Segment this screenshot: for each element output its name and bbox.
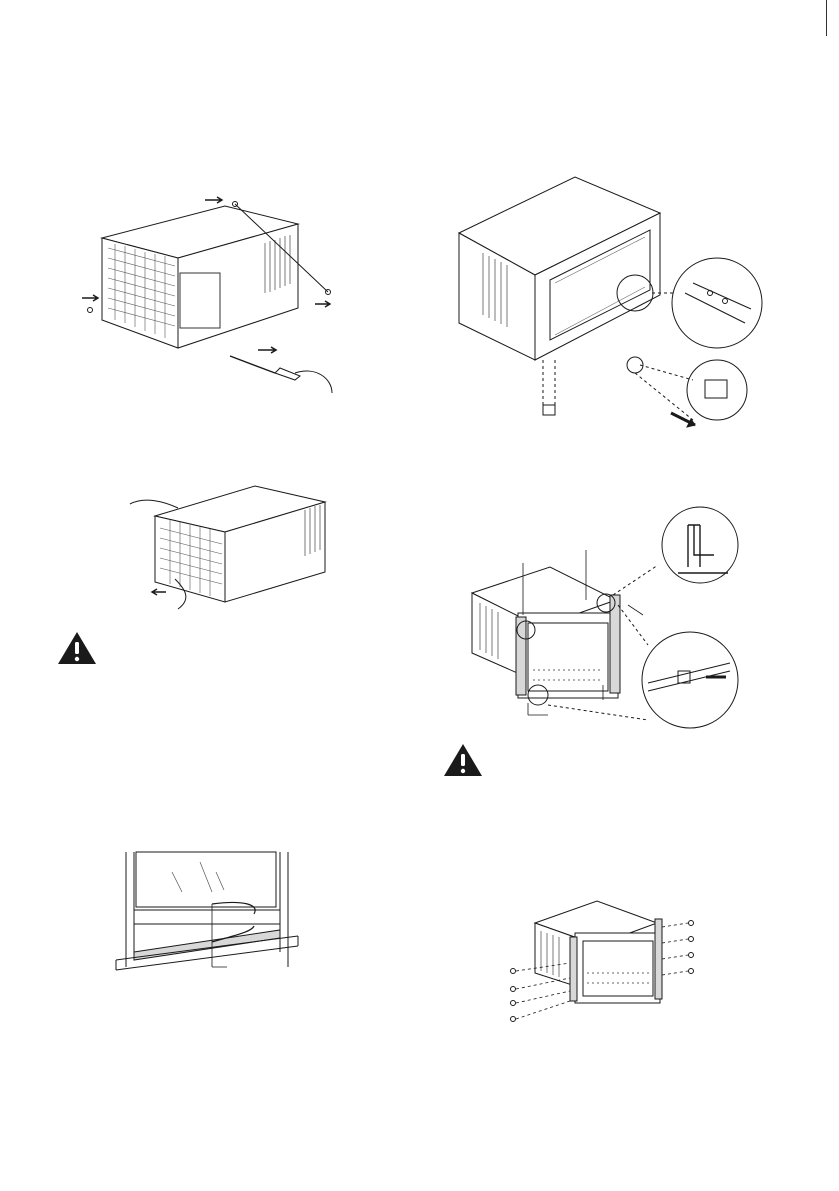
figure-window-sill-tape (112, 852, 302, 987)
warning-triangle-icon (442, 742, 484, 778)
figure-cabinet-bracket-detail (455, 175, 765, 450)
page-margin-rule (826, 0, 827, 36)
figure-side-curtain-install (468, 505, 758, 730)
figure-remove-screws (70, 188, 340, 403)
figure-frame-screws (505, 893, 700, 1028)
figure-slide-out-chassis (130, 484, 360, 614)
warning-triangle-icon (56, 630, 98, 666)
